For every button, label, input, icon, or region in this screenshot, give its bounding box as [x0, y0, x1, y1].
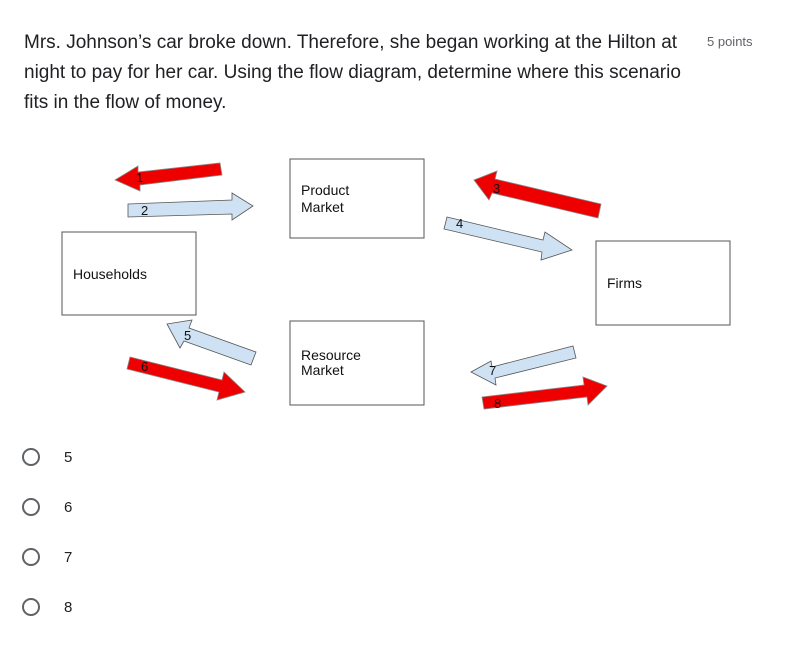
arrow-8: 8 — [481, 376, 608, 411]
svg-text:1: 1 — [136, 170, 143, 185]
arrow-7: 7 — [470, 345, 577, 386]
svg-text:2: 2 — [141, 203, 148, 218]
radio-button[interactable] — [22, 598, 40, 616]
svg-text:5: 5 — [184, 328, 191, 343]
option-6[interactable]: 6 — [22, 482, 72, 532]
option-label: 8 — [64, 598, 73, 616]
radio-button[interactable] — [22, 448, 40, 466]
resource-market-label-1: Resource — [301, 347, 361, 363]
arrow-1: 1 — [114, 162, 223, 192]
option-8[interactable]: 8 — [22, 582, 72, 632]
firms-label: Firms — [607, 275, 642, 291]
question-text: Mrs. Johnson’s car broke down. Therefore… — [24, 32, 681, 113]
product-market-label-1: Product — [301, 182, 349, 198]
answer-options: 5 6 7 8 — [22, 432, 72, 632]
resource-market-label-2: Market — [301, 362, 344, 378]
option-label: 5 — [64, 448, 73, 466]
option-5[interactable]: 5 — [22, 432, 72, 482]
svg-text:4: 4 — [456, 216, 463, 231]
arrow-3: 3 — [473, 170, 602, 219]
circular-flow-diagram: Households Product Market Resource Marke… — [61, 158, 731, 411]
arrow-5: 5 — [166, 319, 257, 366]
radio-button[interactable] — [22, 548, 40, 566]
arrow-2: 2 — [127, 192, 254, 221]
radio-button[interactable] — [22, 498, 40, 516]
option-label: 6 — [64, 498, 73, 516]
resource-market-box — [289, 320, 425, 406]
product-market-box — [289, 158, 425, 239]
svg-text:7: 7 — [489, 363, 496, 378]
arrow-6: 6 — [126, 356, 246, 401]
firms-box — [595, 240, 731, 326]
households-label: Households — [73, 266, 147, 282]
households-box — [61, 231, 197, 316]
svg-text:6: 6 — [141, 359, 148, 374]
option-7[interactable]: 7 — [22, 532, 72, 582]
points-badge: 5 points — [707, 34, 753, 49]
option-label: 7 — [64, 548, 73, 566]
svg-text:3: 3 — [493, 181, 500, 196]
svg-text:8: 8 — [494, 396, 501, 411]
arrow-4: 4 — [443, 216, 573, 261]
product-market-label-2: Market — [301, 199, 344, 215]
